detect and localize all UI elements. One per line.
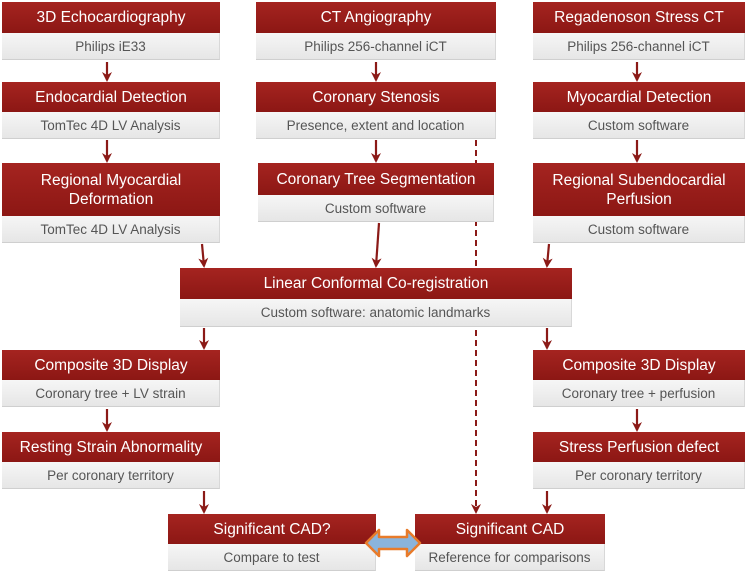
- node-title: 3D Echocardiography: [2, 2, 220, 33]
- node-echo: 3D Echocardiography Philips iE33: [2, 2, 220, 60]
- node-subtitle: Reference for comparisons: [415, 544, 605, 571]
- node-subtitle: Coronary tree + perfusion: [533, 380, 745, 407]
- node-subtitle: TomTec 4D LV Analysis: [2, 216, 220, 243]
- node-subtitle: Philips iE33: [2, 33, 220, 60]
- node-composite-display-perfusion: Composite 3D Display Coronary tree + per…: [533, 350, 745, 407]
- node-subtitle: Per coronary territory: [533, 462, 745, 489]
- node-title: Composite 3D Display: [2, 350, 220, 380]
- node-title: Regadenoson Stress CT: [533, 2, 745, 33]
- node-title: Coronary Tree Segmentation: [258, 163, 494, 195]
- node-title: Myocardial Detection: [533, 82, 745, 112]
- node-ct-angiography: CT Angiography Philips 256-channel iCT: [256, 2, 496, 60]
- node-title: Coronary Stenosis: [256, 82, 496, 112]
- node-subtitle: Custom software: [533, 216, 745, 243]
- node-coronary-stenosis: Coronary Stenosis Presence, extent and l…: [256, 82, 496, 139]
- node-subtitle: Presence, extent and location: [256, 112, 496, 139]
- compare-double-arrow: [364, 528, 422, 558]
- node-regadenoson-stress-ct: Regadenoson Stress CT Philips 256-channe…: [533, 2, 745, 60]
- node-title: Linear Conformal Co-registration: [180, 268, 572, 299]
- node-subtitle: Compare to test: [168, 544, 376, 571]
- node-resting-strain: Resting Strain Abnormality Per coronary …: [2, 432, 220, 489]
- node-subtitle: Coronary tree + LV strain: [2, 380, 220, 407]
- node-title: Resting Strain Abnormality: [2, 432, 220, 462]
- node-significant-cad: Significant CAD Reference for comparison…: [415, 514, 605, 571]
- node-title: Stress Perfusion defect: [533, 432, 745, 462]
- node-stress-perfusion-defect: Stress Perfusion defect Per coronary ter…: [533, 432, 745, 489]
- node-subtitle: Custom software: anatomic landmarks: [180, 299, 572, 327]
- node-coronary-tree-segmentation: Coronary Tree Segmentation Custom softwa…: [258, 163, 494, 222]
- node-subtitle: Philips 256-channel iCT: [256, 33, 496, 60]
- node-subtitle: TomTec 4D LV Analysis: [2, 112, 220, 139]
- node-title: Significant CAD: [415, 514, 605, 544]
- node-myocardial-detection: Myocardial Detection Custom software: [533, 82, 745, 139]
- node-subtitle: Per coronary territory: [2, 462, 220, 489]
- node-endocardial-detection: Endocardial Detection TomTec 4D LV Analy…: [2, 82, 220, 139]
- node-subtitle: Custom software: [258, 195, 494, 222]
- node-significant-cad-question: Significant CAD? Compare to test: [168, 514, 376, 571]
- node-myocardial-deformation: Regional Myocardial Deformation TomTec 4…: [2, 163, 220, 243]
- node-title: Significant CAD?: [168, 514, 376, 544]
- node-composite-display-strain: Composite 3D Display Coronary tree + LV …: [2, 350, 220, 407]
- node-title: Endocardial Detection: [2, 82, 220, 112]
- arrow-perf-to-coreg: [542, 243, 553, 268]
- node-title: Composite 3D Display: [533, 350, 745, 380]
- node-title: Regional Subendocardial Perfusion: [533, 163, 745, 216]
- node-title: CT Angiography: [256, 2, 496, 33]
- node-subtitle: Custom software: [533, 112, 745, 139]
- arrow-tree-to-coreg: [371, 222, 382, 268]
- node-subendocardial-perfusion: Regional Subendocardial Perfusion Custom…: [533, 163, 745, 243]
- arrow-deform-to-coreg: [198, 243, 209, 268]
- node-co-registration: Linear Conformal Co-registration Custom …: [180, 268, 572, 327]
- node-title: Regional Myocardial Deformation: [2, 163, 220, 216]
- node-subtitle: Philips 256-channel iCT: [533, 33, 745, 60]
